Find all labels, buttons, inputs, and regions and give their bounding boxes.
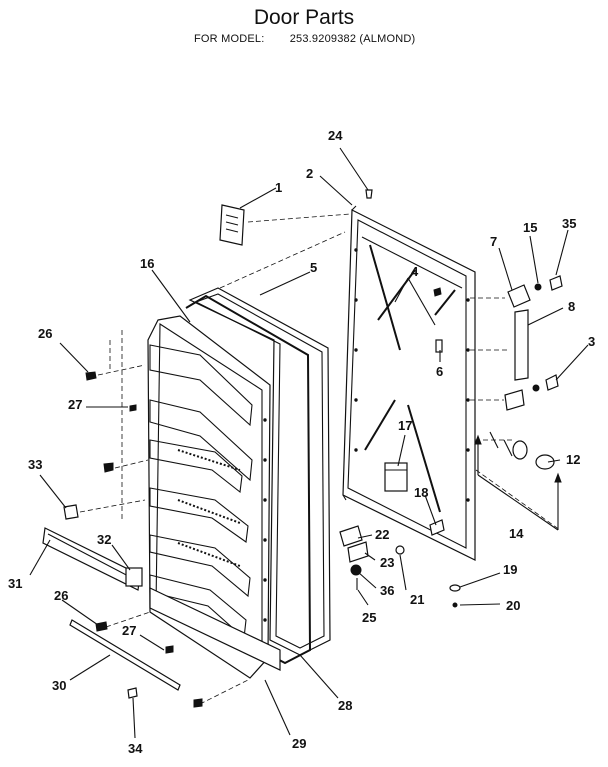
- model-label: FOR MODEL:: [194, 33, 265, 45]
- callout-35: 35: [562, 216, 576, 231]
- callout-29: 29: [292, 736, 306, 751]
- callout-labels: 1 2 3 4 5 6 7 8 12 14 15 16 17 18 19 20 …: [8, 128, 595, 756]
- callout-26-lower: 26: [54, 588, 68, 603]
- diagram-title: Door Parts: [253, 6, 355, 29]
- callout-32: 32: [97, 532, 111, 547]
- door-gasket: [185, 287, 331, 665]
- alignment-lines: [79, 213, 561, 705]
- callout-31: 31: [8, 576, 22, 591]
- callout-6: 6: [436, 364, 443, 379]
- bottom-trim-strip: [149, 587, 281, 671]
- lock-bracket-14: [474, 434, 562, 531]
- callout-17: 17: [398, 418, 412, 433]
- callout-22: 22: [375, 527, 389, 542]
- callout-12: 12: [566, 452, 580, 467]
- callout-27-upper: 27: [68, 397, 82, 412]
- callout-27-lower: 27: [122, 623, 136, 638]
- callout-1: 1: [275, 180, 282, 195]
- callout-26-upper: 26: [38, 326, 52, 341]
- callout-4: 4: [411, 264, 419, 279]
- callout-16: 16: [140, 256, 154, 271]
- callout-8: 8: [568, 299, 575, 314]
- callout-21: 21: [410, 592, 424, 607]
- callout-14: 14: [509, 526, 524, 541]
- data-label-card: [219, 204, 245, 246]
- callout-19: 19: [503, 562, 517, 577]
- leader-lines: [29, 147, 589, 739]
- callout-28: 28: [338, 698, 352, 713]
- callout-36: 36: [380, 583, 394, 598]
- callout-23: 23: [380, 555, 394, 570]
- model-number: 253.9209382 (ALMOND): [289, 33, 416, 45]
- callout-20: 20: [506, 598, 520, 613]
- callout-34: 34: [128, 741, 143, 756]
- door-liner: [147, 315, 271, 679]
- callout-2: 2: [306, 166, 313, 181]
- handle-assembly: [42, 527, 181, 691]
- hinge-hardware: [63, 189, 563, 708]
- outer-door-panel: [342, 205, 476, 561]
- callout-7: 7: [490, 234, 497, 249]
- callout-18: 18: [414, 485, 428, 500]
- callout-3: 3: [588, 334, 595, 349]
- callout-5: 5: [310, 260, 317, 275]
- callout-30: 30: [52, 678, 66, 693]
- model-line: FOR MODEL: 253.9209382 (ALMOND): [194, 33, 415, 45]
- callout-24: 24: [328, 128, 343, 143]
- callout-25: 25: [362, 610, 376, 625]
- callout-15: 15: [523, 220, 537, 235]
- callout-33: 33: [28, 457, 42, 472]
